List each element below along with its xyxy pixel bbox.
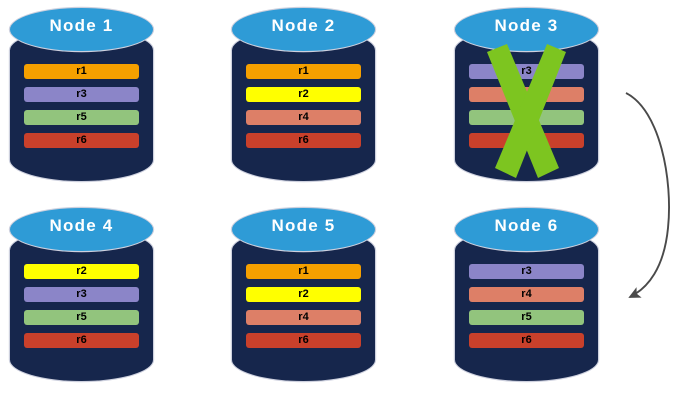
- record-bar[interactable]: r6: [246, 333, 361, 348]
- node-title: Node 6: [494, 216, 559, 235]
- record-bar[interactable]: r5: [469, 310, 584, 325]
- cylinder-top-ellipse: [455, 8, 598, 51]
- node-title: Node 2: [271, 16, 336, 35]
- record-bar[interactable]: r1: [246, 264, 361, 279]
- cylinder-top-ellipse: [232, 208, 375, 251]
- cylinder-top-ellipse: [455, 208, 598, 251]
- record-bar[interactable]: r6: [469, 133, 584, 148]
- record-bar[interactable]: r3: [24, 87, 139, 102]
- record-bar[interactable]: r1: [246, 64, 361, 79]
- cylinder-body: [455, 229, 598, 381]
- cylinder-body: [232, 229, 375, 381]
- cylinder-body: [10, 229, 153, 381]
- record-bar[interactable]: r6: [24, 333, 139, 348]
- record-bar[interactable]: r5: [24, 110, 139, 125]
- record-bar[interactable]: r2: [246, 87, 361, 102]
- node-title: Node 1: [49, 16, 114, 35]
- node-cylinder-3[interactable]: Node 3 r3 r4 r5 r6: [455, 8, 598, 190]
- record-bar[interactable]: r1: [24, 64, 139, 79]
- record-bar[interactable]: r3: [469, 264, 584, 279]
- cylinder-body: [10, 29, 153, 181]
- record-bar[interactable]: r6: [469, 333, 584, 348]
- cylinder-body: [232, 29, 375, 181]
- record-bar[interactable]: r2: [246, 287, 361, 302]
- node-cylinder-1[interactable]: Node 1 r1 r3 r5 r6: [10, 8, 153, 190]
- record-bar[interactable]: r4: [246, 110, 361, 125]
- record-bar[interactable]: r4: [246, 310, 361, 325]
- record-list: r3 r4 r5 r6: [469, 264, 584, 356]
- node-title: Node 5: [271, 216, 336, 235]
- record-list: r1 r2 r4 r6: [246, 264, 361, 356]
- record-bar[interactable]: r6: [246, 133, 361, 148]
- record-bar[interactable]: r3: [24, 287, 139, 302]
- node-cylinder-5[interactable]: Node 5 r1 r2 r4 r6: [232, 208, 375, 390]
- record-list: r3 r4 r5 r6: [469, 64, 584, 156]
- record-bar[interactable]: r3: [469, 64, 584, 79]
- record-bar[interactable]: r6: [24, 133, 139, 148]
- node-cylinder-2[interactable]: Node 2 r1 r2 r4 r6: [232, 8, 375, 190]
- record-bar[interactable]: r4: [469, 87, 584, 102]
- cylinder-top-ellipse: [232, 8, 375, 51]
- node-title: Node 3: [494, 16, 559, 35]
- node-cylinder-4[interactable]: Node 4 r2 r3 r5 r6: [10, 208, 153, 390]
- record-list: r2 r3 r5 r6: [24, 264, 139, 356]
- record-list: r1 r2 r4 r6: [246, 64, 361, 156]
- cylinder-top-ellipse: [10, 208, 153, 251]
- cylinder-top-ellipse: [10, 8, 153, 51]
- node-cylinder-6[interactable]: Node 6 r3 r4 r5 r6: [455, 208, 598, 390]
- record-bar[interactable]: r5: [24, 310, 139, 325]
- record-bar[interactable]: r5: [469, 110, 584, 125]
- record-list: r1 r3 r5 r6: [24, 64, 139, 156]
- node-title: Node 4: [49, 216, 114, 235]
- record-bar[interactable]: r2: [24, 264, 139, 279]
- record-bar[interactable]: r4: [469, 287, 584, 302]
